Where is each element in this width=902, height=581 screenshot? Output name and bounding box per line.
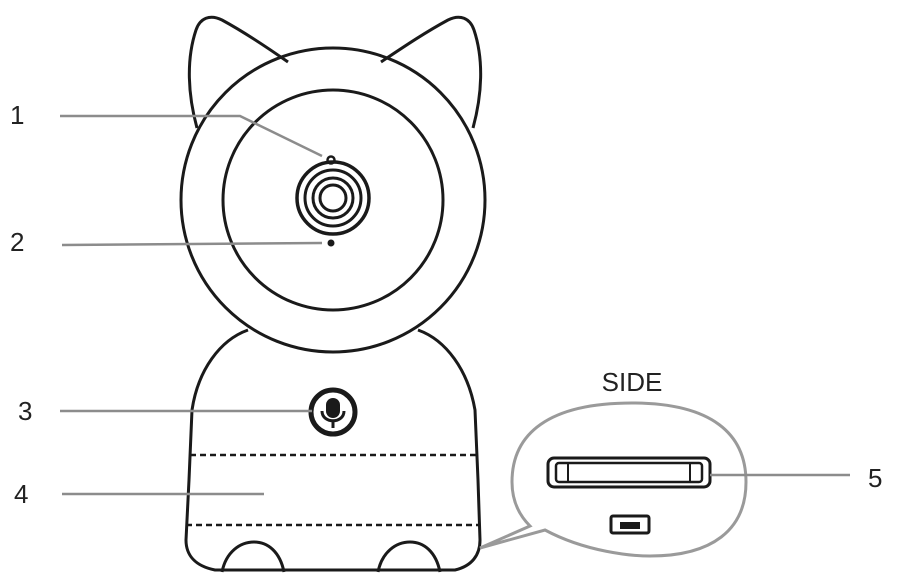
micro-usb-port-icon [609, 514, 651, 535]
camera-base [184, 328, 482, 573]
sd-card-slot-icon [546, 456, 712, 489]
callout-number-4: 4 [14, 479, 28, 509]
side-view-bubble [479, 401, 748, 558]
left-foot [220, 540, 286, 573]
leader-line-1 [60, 114, 323, 158]
camera-head [179, 15, 487, 354]
leader-line-2 [61, 241, 323, 247]
base-body [184, 328, 482, 572]
camera-lens [295, 160, 371, 236]
right-ear [380, 15, 483, 129]
side-view-title: SIDE [602, 367, 663, 397]
right-foot [376, 540, 442, 573]
head-outer-ring [179, 46, 487, 354]
callout-number-5: 5 [868, 463, 882, 493]
left-ear [187, 15, 289, 129]
callout-number-1: 1 [10, 100, 24, 130]
callout-number-2: 2 [10, 227, 24, 257]
face-plate [221, 88, 445, 312]
leader-lines [60, 114, 850, 496]
light-sensor-dot [326, 155, 336, 165]
microphone-dot [327, 239, 335, 247]
microphone-button-icon [308, 387, 358, 437]
callout-number-3: 3 [18, 396, 32, 426]
